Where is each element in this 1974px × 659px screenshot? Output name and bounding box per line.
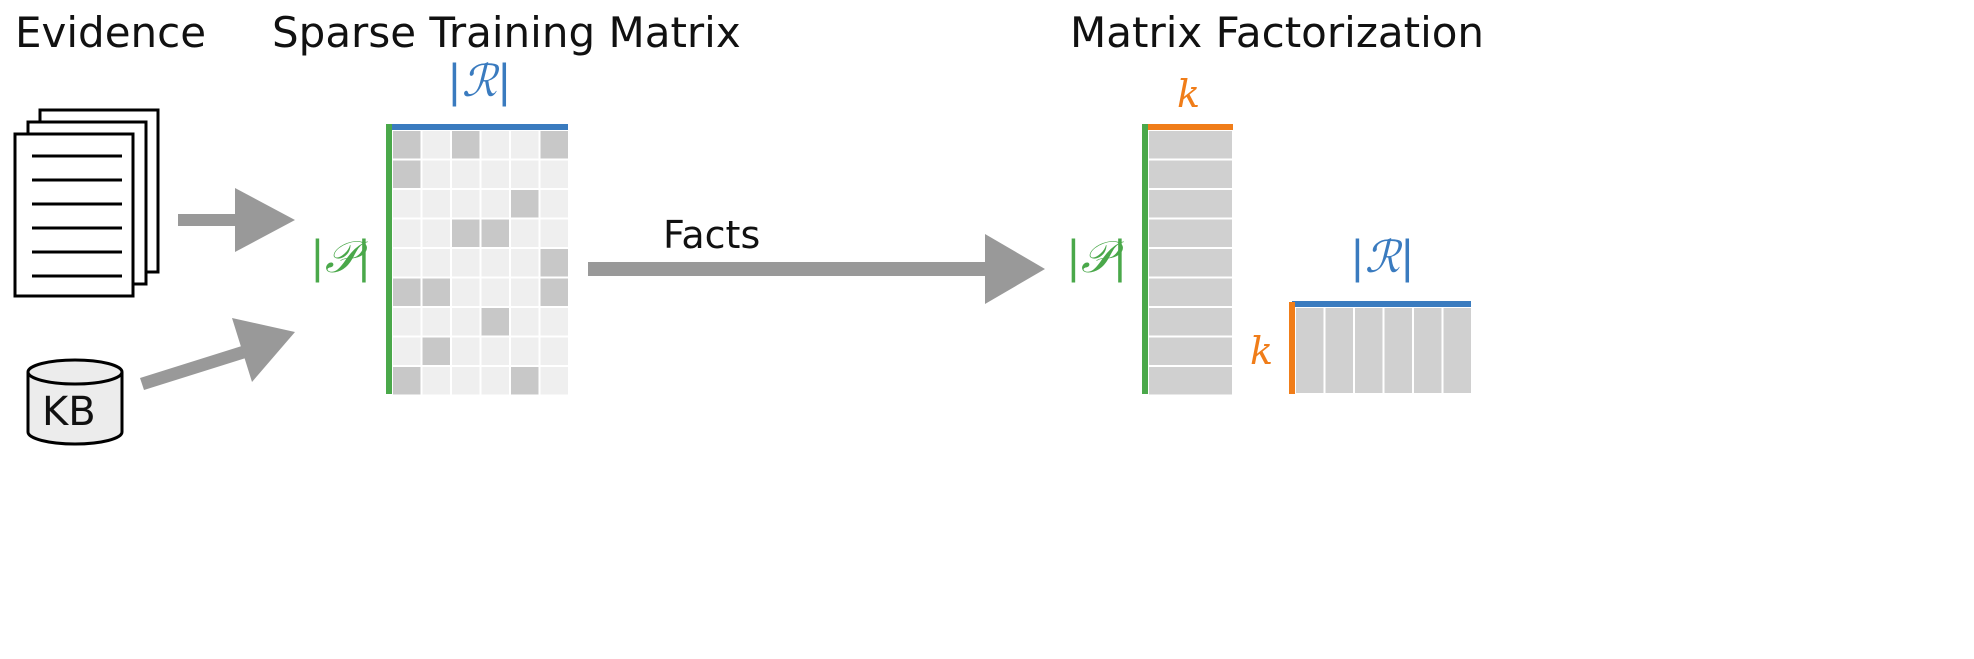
matrix-cell-empty [393, 337, 421, 365]
matrix-cell-filled [481, 308, 509, 336]
evidence-heading: Evidence [15, 8, 207, 57]
matrix-cell-filled [452, 131, 480, 159]
matrix-cell-empty [393, 219, 421, 247]
factor-cell [1355, 308, 1383, 393]
matrix-cell-filled [393, 131, 421, 159]
kb-label: KB [42, 389, 96, 435]
factor-cell [1414, 308, 1442, 393]
arrow-kb-to-matrix [140, 318, 295, 390]
matrix-cell-empty [481, 131, 509, 159]
matrix-cell-empty [452, 278, 480, 306]
database-icon [26, 358, 124, 446]
matrix-cell-empty [452, 160, 480, 188]
factor-cell [1149, 190, 1232, 218]
matrix-cell-empty [511, 160, 539, 188]
matrix-cell-empty [422, 308, 450, 336]
factor-cell [1149, 219, 1232, 247]
factor-cell [1149, 278, 1232, 306]
factor-cell [1296, 308, 1324, 393]
matrix-cell-filled [511, 367, 539, 395]
matrix-cell-empty [393, 308, 421, 336]
latent-k-label-top: k [1177, 72, 1201, 116]
matrix-cell-empty [540, 367, 568, 395]
factor-cell [1384, 308, 1412, 393]
relations-label-factor: |ℛ| [1350, 232, 1415, 283]
pairs-label-factor: |𝒫| [1066, 232, 1128, 283]
document-stack-icon [13, 108, 160, 298]
matrix-cell-empty [452, 308, 480, 336]
matrix-cell-empty [481, 367, 509, 395]
factor-cell [1149, 308, 1232, 336]
factor-cell [1149, 160, 1232, 188]
factor-cell [1443, 308, 1471, 393]
matrix-cell-empty [481, 160, 509, 188]
factor-cell [1149, 337, 1232, 365]
matrix-cell-empty [393, 249, 421, 277]
matrix-cell-filled [540, 278, 568, 306]
factor-matrix-pairs [1149, 131, 1232, 395]
matrix-cell-empty [481, 249, 509, 277]
arrow-facts [588, 234, 1045, 304]
matrix-cell-filled [540, 249, 568, 277]
relations-label: |ℛ| [447, 56, 512, 107]
arrow-evidence-to-matrix [178, 188, 295, 252]
matrix-cell-filled [511, 190, 539, 218]
matrix-cell-filled [452, 219, 480, 247]
matrix-cell-empty [511, 219, 539, 247]
matrix-cell-empty [511, 249, 539, 277]
matrix-cell-empty [511, 308, 539, 336]
matrix-cell-empty [452, 337, 480, 365]
sparse-training-matrix [393, 131, 568, 395]
matrix-cell-empty [422, 249, 450, 277]
matrix-cell-empty [452, 249, 480, 277]
matrix-cell-empty [422, 367, 450, 395]
matrix-cell-empty [393, 190, 421, 218]
matrix-cell-empty [422, 219, 450, 247]
matrix-cell-empty [422, 190, 450, 218]
sparse-matrix-heading: Sparse Training Matrix [272, 8, 741, 57]
matrix-cell-filled [393, 278, 421, 306]
matrix-cell-empty [540, 160, 568, 188]
matrix-cell-filled [481, 219, 509, 247]
matrix-cell-empty [511, 131, 539, 159]
factor-cell [1149, 367, 1232, 395]
pairs-label: |𝒫| [310, 232, 372, 283]
factor-cell [1149, 131, 1232, 159]
factor-matrix-relations [1296, 308, 1471, 393]
matrix-cell-empty [452, 367, 480, 395]
matrix-cell-filled [540, 131, 568, 159]
matrix-cell-empty [540, 219, 568, 247]
matrix-cell-empty [481, 190, 509, 218]
matrix-cell-empty [511, 337, 539, 365]
matrix-cell-filled [393, 160, 421, 188]
factor-cell [1149, 249, 1232, 277]
matrix-cell-empty [422, 160, 450, 188]
matrix-cell-empty [540, 190, 568, 218]
factorization-heading: Matrix Factorization [1070, 8, 1485, 57]
matrix-cell-empty [540, 308, 568, 336]
facts-label: Facts [663, 213, 761, 257]
matrix-cell-filled [393, 367, 421, 395]
matrix-cell-empty [422, 131, 450, 159]
matrix-cell-empty [481, 278, 509, 306]
factor-cell [1325, 308, 1353, 393]
matrix-cell-empty [540, 337, 568, 365]
matrix-cell-filled [422, 278, 450, 306]
matrix-cell-empty [511, 278, 539, 306]
matrix-cell-filled [422, 337, 450, 365]
latent-k-label-left: k [1250, 329, 1274, 373]
matrix-cell-empty [452, 190, 480, 218]
matrix-cell-empty [481, 337, 509, 365]
